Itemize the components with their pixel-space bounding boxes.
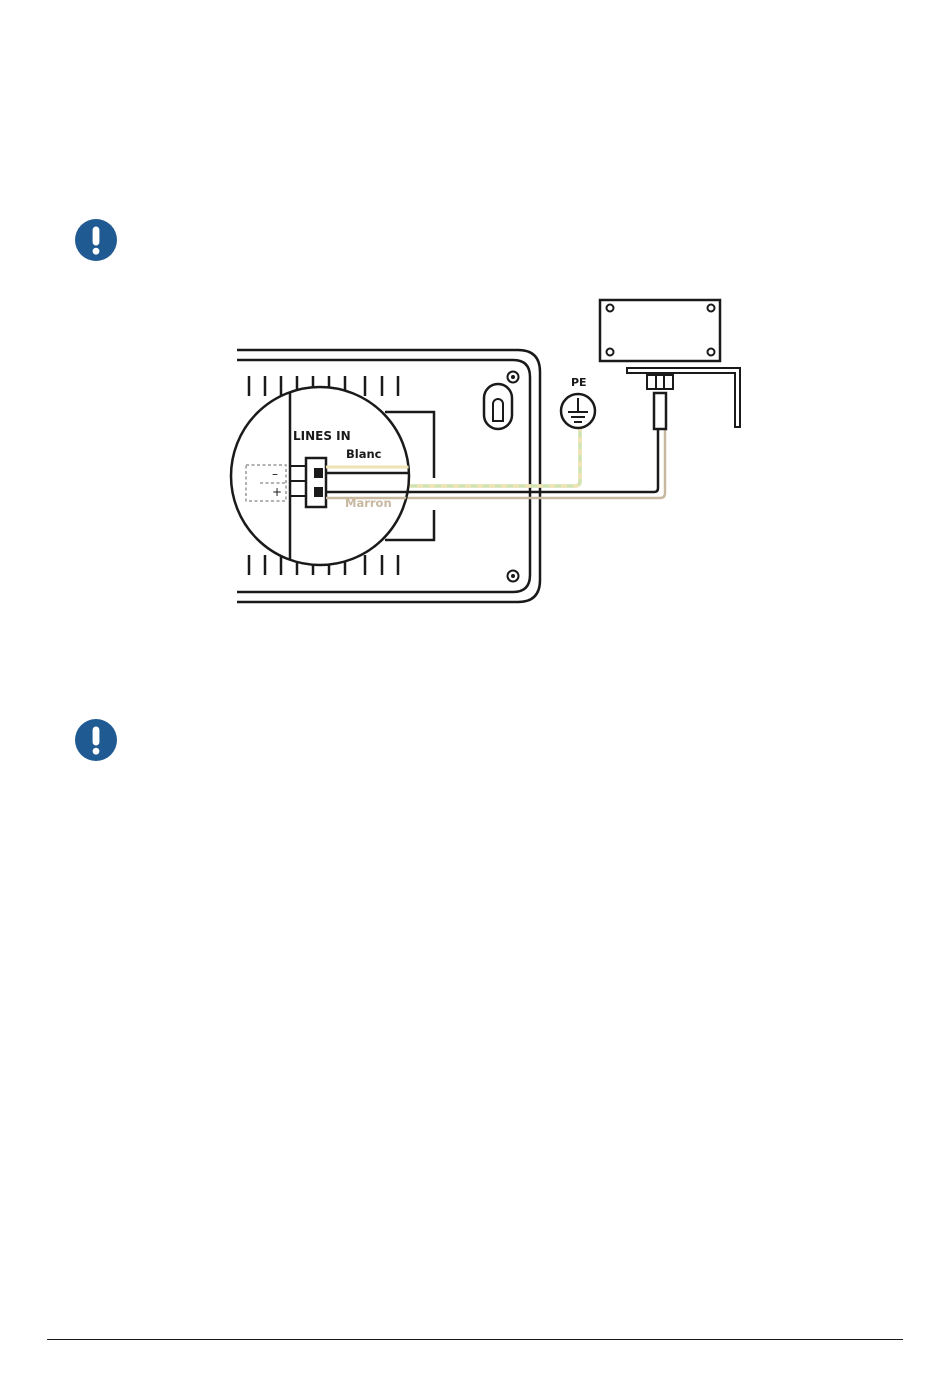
keyhole-mount-icon xyxy=(484,384,512,429)
warning-exclamation-icon xyxy=(74,718,118,762)
terminal-connector xyxy=(306,458,326,507)
pe-label: PE xyxy=(571,376,587,389)
junction-box xyxy=(600,300,720,361)
mounting-bracket xyxy=(627,368,740,427)
minus-label: – xyxy=(272,467,278,481)
cable-gland-icon xyxy=(647,375,673,429)
screw-icon xyxy=(508,571,519,582)
earth-wire xyxy=(405,428,580,486)
marron-label: Marron xyxy=(345,496,392,510)
cable-black xyxy=(405,430,658,492)
footer-divider xyxy=(47,1339,903,1340)
earth-ground-icon xyxy=(561,394,595,428)
lines-in-label: LINES IN xyxy=(293,429,351,443)
blanc-label: Blanc xyxy=(346,447,382,461)
plus-label: + xyxy=(272,485,282,499)
wiring-diagram: PE LINES IN Blanc xyxy=(0,0,950,700)
screw-icon xyxy=(508,372,519,383)
marron-wire xyxy=(405,430,665,498)
